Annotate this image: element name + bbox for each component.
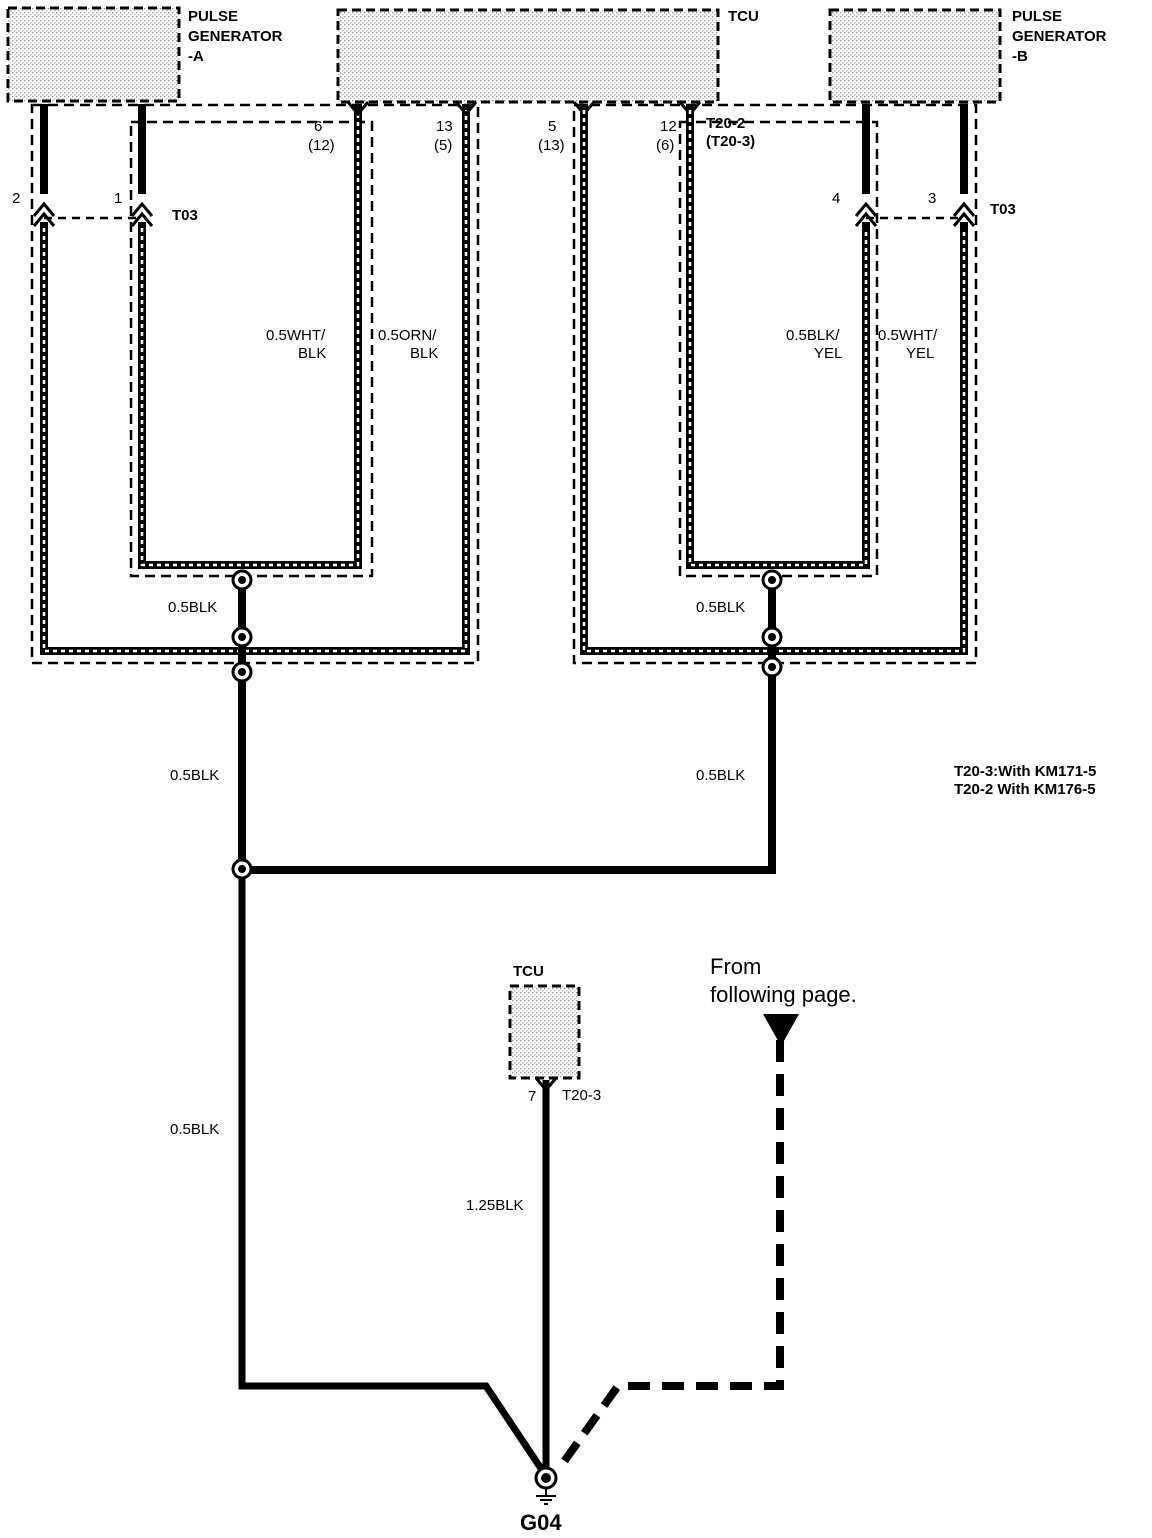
continuation-label: From following page. <box>710 954 857 1007</box>
pin-label-4: 4 <box>832 190 840 207</box>
connector-tcu-pin13 <box>454 101 478 117</box>
wire-label-drop-left: 0.5BLK <box>170 767 219 784</box>
wire-main-ground <box>238 868 549 1478</box>
pulse-generator-a-label: PULSE GENERATOR -A <box>188 8 287 65</box>
wire-from-following-page <box>554 1040 784 1473</box>
pin-label-tcu-13: 13 (5) <box>434 118 457 154</box>
variant-notes: T20-3:With KM171-5 T20-2 With KM176-5 <box>954 763 1101 798</box>
splice-right-1 <box>761 569 783 591</box>
connector-pin3-right <box>952 201 976 217</box>
shield-right-inner <box>678 120 879 578</box>
connector-pin2-left <box>32 201 56 217</box>
splice-left-2 <box>231 626 253 648</box>
pin-label-tcu-12: 12 (6) <box>656 118 681 154</box>
ground-icon <box>536 1488 556 1505</box>
connector-label-t03-right: T03 <box>990 201 1016 218</box>
shield-left-outer <box>30 103 480 665</box>
wire-label-main-ground: 0.5BLK <box>170 1121 219 1138</box>
splice-left-1 <box>231 569 253 591</box>
connector-label-t20-bottom: T20-3 <box>562 1087 601 1104</box>
connector-pin4-right <box>854 201 878 217</box>
splice-left-3 <box>231 661 253 683</box>
wire-label-blk-yel: 0.5BLK/ YEL <box>786 327 844 362</box>
pulse-generator-b-label: PULSE GENERATOR -B <box>1012 8 1111 65</box>
pin-label-1: 1 <box>114 190 122 207</box>
splice-right-2 <box>761 626 783 648</box>
wire-label-wht-blk: 0.5WHT/ BLK <box>266 327 329 362</box>
connector-tcu-pin6 <box>346 101 370 117</box>
connector-label-t20-top: T20-2 (T20-3) <box>706 115 755 150</box>
splice-junction <box>231 858 253 880</box>
wire-label-wht-yel: 0.5WHT/ YEL <box>878 327 941 362</box>
wire-label-tcu-ground: 1.25BLK <box>466 1197 524 1214</box>
connector-pin1-left <box>130 201 154 217</box>
connector-label-t03-left: T03 <box>172 207 198 224</box>
pin-label-3: 3 <box>928 190 936 207</box>
continuation-arrow <box>763 1014 799 1046</box>
splice-right-3 <box>761 656 783 678</box>
tcu-bottom-label: TCU <box>513 963 544 980</box>
wire-label-shield-left: 0.5BLK <box>168 599 217 616</box>
ground-point <box>534 1466 558 1490</box>
tcu-top-label: TCU <box>728 8 759 25</box>
pin-label-tcu-7: 7 <box>528 1088 536 1105</box>
wire-label-drop-right: 0.5BLK <box>696 767 745 784</box>
tcu-top-box <box>336 8 720 104</box>
pulse-generator-a-box <box>6 6 181 103</box>
connector-tcu-pin7 <box>534 1077 558 1093</box>
ground-label: G04 <box>520 1510 562 1535</box>
wire-label-shield-right: 0.5BLK <box>696 599 745 616</box>
tcu-bottom-box <box>508 984 581 1080</box>
pin-label-tcu-6: 6 (12) <box>308 118 335 154</box>
shield-left-inner <box>129 120 374 578</box>
pin-label-tcu-5: 5 (13) <box>538 118 565 154</box>
wire-drain-right <box>242 580 776 874</box>
wire-label-orn-blk: 0.5ORN/ BLK <box>378 327 441 362</box>
pulse-generator-b-box <box>828 8 1002 104</box>
wire-loop-inner-left <box>138 104 362 569</box>
pin-label-2: 2 <box>12 190 20 207</box>
